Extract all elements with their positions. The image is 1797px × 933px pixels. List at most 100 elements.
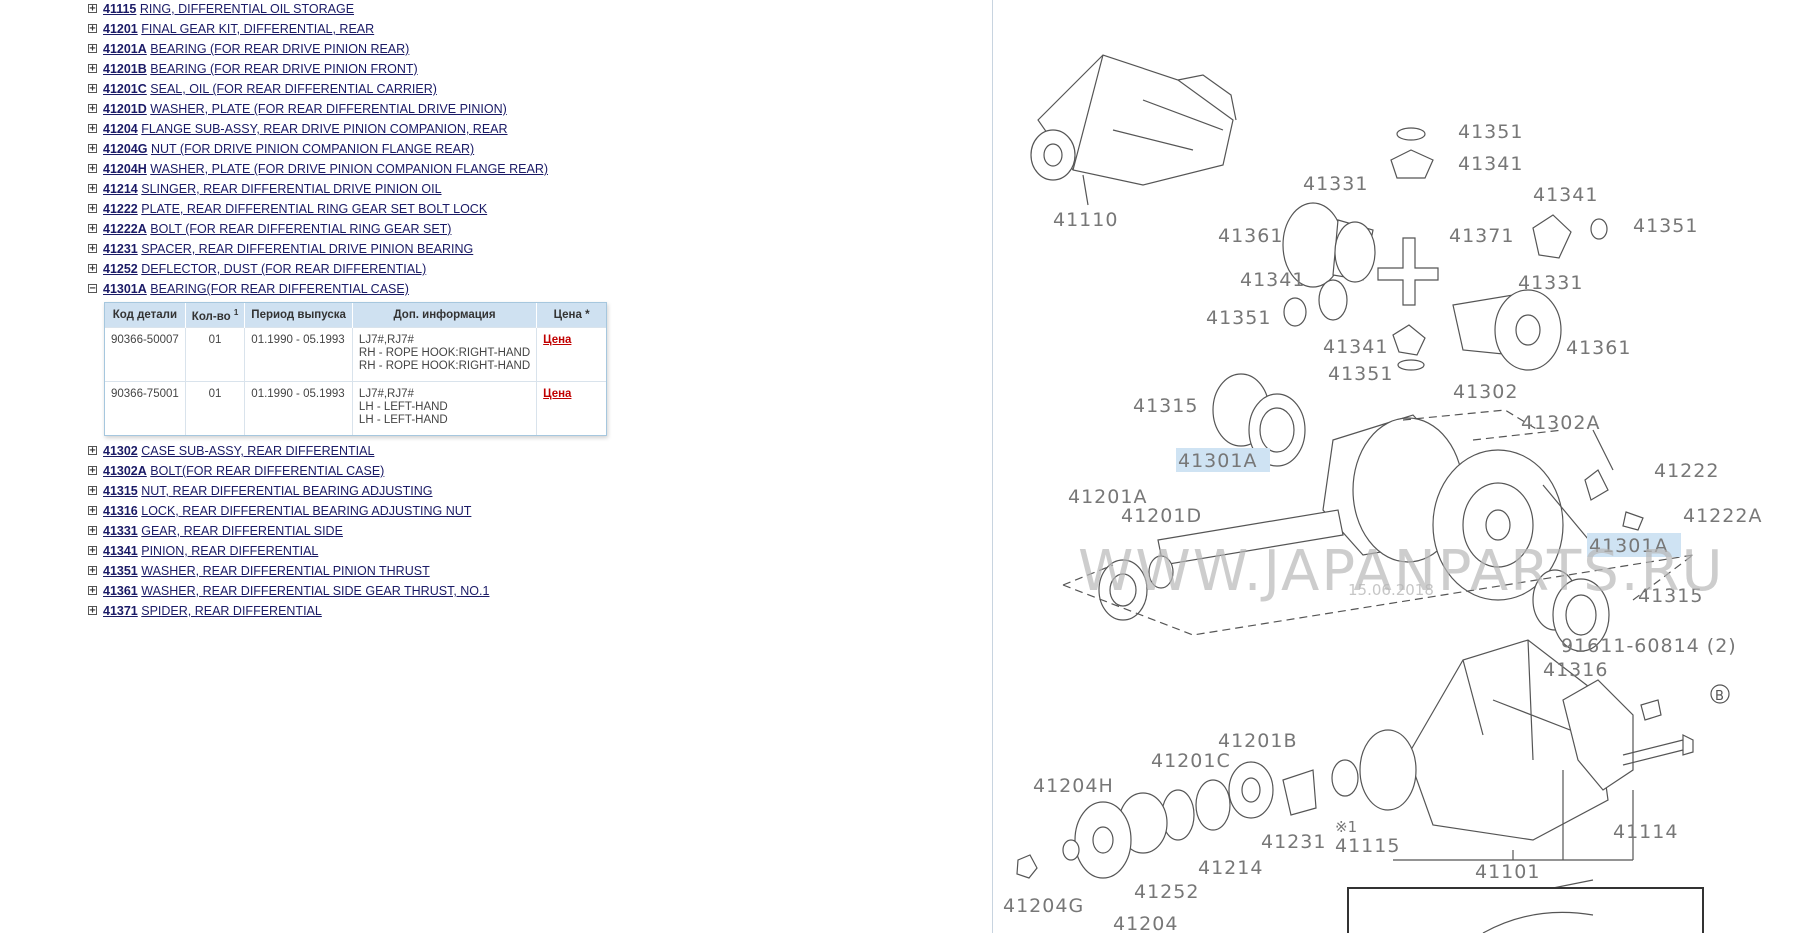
price-link[interactable]: Цена [543, 388, 572, 400]
expand-icon[interactable]: + [88, 83, 97, 95]
part-code-link[interactable]: 41204H [103, 162, 147, 176]
label-41315[interactable]: 41315 [1638, 585, 1703, 607]
expand-icon[interactable]: + [88, 123, 97, 135]
part-name-link[interactable]: SPIDER, REAR DIFFERENTIAL [141, 604, 322, 618]
part-name-link[interactable]: SPACER, REAR DIFFERENTIAL DRIVE PINION B… [141, 242, 474, 256]
part-name-link[interactable]: RING, DIFFERENTIAL OIL STORAGE [139, 2, 355, 16]
part-name-link[interactable]: BEARING (FOR REAR DRIVE PINION REAR) [150, 42, 410, 56]
tree-item[interactable]: +41201A BEARING (FOR REAR DRIVE PINION R… [88, 40, 607, 60]
part-name-link[interactable]: WASHER, PLATE (FOR REAR DIFFERENTIAL DRI… [150, 102, 507, 116]
part-code-link[interactable]: 41201 [103, 22, 138, 36]
part-name-link[interactable]: PINION, REAR DIFFERENTIAL [141, 544, 319, 558]
expand-icon[interactable]: + [88, 585, 97, 597]
tree-item[interactable]: +41252 DEFLECTOR, DUST (FOR REAR DIFFERE… [88, 260, 607, 280]
label-41341[interactable]: 41341 [1533, 184, 1598, 206]
part-code-link[interactable]: 41222 [103, 202, 138, 216]
label-41331[interactable]: 41331 [1518, 272, 1583, 294]
part-code-link[interactable]: 41316 [103, 504, 138, 518]
part-code-link[interactable]: 41315 [103, 484, 138, 498]
part-name-link[interactable]: FINAL GEAR KIT, DIFFERENTIAL, REAR [141, 22, 375, 36]
label-41316[interactable]: 41316 [1543, 659, 1608, 681]
part-name-link[interactable]: WASHER, PLATE (FOR DRIVE PINION COMPANIO… [150, 162, 549, 176]
part-code-link[interactable]: 41115 [103, 2, 137, 16]
label-41114[interactable]: 41114 [1613, 821, 1678, 843]
part-name-link[interactable]: WASHER, REAR DIFFERENTIAL SIDE GEAR THRU… [141, 584, 490, 598]
tree-item[interactable]: +41204H WASHER, PLATE (FOR DRIVE PINION … [88, 160, 607, 180]
label-41222a[interactable]: 41222A [1683, 505, 1762, 527]
tree-item[interactable]: +41351 WASHER, REAR DIFFERENTIAL PINION … [88, 562, 607, 582]
tree-item[interactable]: +41204G NUT (FOR DRIVE PINION COMPANION … [88, 140, 607, 160]
expand-icon[interactable]: + [88, 263, 97, 275]
label-41361[interactable]: 41361 [1218, 225, 1283, 247]
part-name-link[interactable]: NUT, REAR DIFFERENTIAL BEARING ADJUSTING [141, 484, 433, 498]
label-41301a[interactable]: 41301A [1178, 450, 1257, 472]
label-41201c[interactable]: 41201C [1151, 750, 1231, 772]
label-41214[interactable]: 41214 [1198, 857, 1263, 879]
tree-item[interactable]: +41115 RING, DIFFERENTIAL OIL STORAGE [88, 0, 607, 20]
tree-item[interactable]: +41331 GEAR, REAR DIFFERENTIAL SIDE [88, 522, 607, 542]
part-code-link[interactable]: 41302 [103, 444, 138, 458]
collapse-icon[interactable]: − [88, 283, 97, 295]
part-name-link[interactable]: BEARING (FOR REAR DRIVE PINION FRONT) [150, 62, 418, 76]
expand-icon[interactable]: + [88, 545, 97, 557]
part-name-link[interactable]: DEFLECTOR, DUST (FOR REAR DIFFERENTIAL) [141, 262, 427, 276]
expand-icon[interactable]: + [88, 605, 97, 617]
part-code-link[interactable]: 41361 [103, 584, 138, 598]
expand-icon[interactable]: + [88, 43, 97, 55]
part-name-link[interactable]: NUT (FOR DRIVE PINION COMPANION FLANGE R… [150, 142, 475, 156]
tree-item[interactable]: +41222 PLATE, REAR DIFFERENTIAL RING GEA… [88, 200, 607, 220]
label-41351[interactable]: 41351 [1458, 121, 1523, 143]
tree-item[interactable]: +41231 SPACER, REAR DIFFERENTIAL DRIVE P… [88, 240, 607, 260]
part-code-link[interactable]: 41204 [103, 122, 138, 136]
label-41252[interactable]: 41252 [1134, 881, 1199, 903]
label-41331[interactable]: 41331 [1303, 173, 1368, 195]
label-41351[interactable]: 41351 [1328, 363, 1393, 385]
label-b[interactable]: B [1715, 689, 1724, 704]
label-41204[interactable]: 41204 [1113, 913, 1178, 933]
expand-icon[interactable]: + [88, 565, 97, 577]
part-name-link[interactable]: FLANGE SUB-ASSY, REAR DRIVE PINION COMPA… [141, 122, 508, 136]
tree-item[interactable]: +41341 PINION, REAR DIFFERENTIAL [88, 542, 607, 562]
part-code-link[interactable]: 41302A [103, 464, 147, 478]
part-name-link[interactable]: LOCK, REAR DIFFERENTIAL BEARING ADJUSTIN… [141, 504, 472, 518]
part-name-link[interactable]: SLINGER, REAR DIFFERENTIAL DRIVE PINION … [141, 182, 442, 196]
expand-icon[interactable]: + [88, 485, 97, 497]
label-41302[interactable]: 41302 [1453, 381, 1518, 403]
label-41222[interactable]: 41222 [1654, 460, 1719, 482]
label-41371[interactable]: 41371 [1449, 225, 1514, 247]
part-code-link[interactable]: 41301A [103, 282, 147, 296]
expand-icon[interactable]: + [88, 143, 97, 155]
tree-item[interactable]: +41222A BOLT (FOR REAR DIFFERENTIAL RING… [88, 220, 607, 240]
expand-icon[interactable]: + [88, 445, 97, 457]
part-name-link[interactable]: BOLT(FOR REAR DIFFERENTIAL CASE) [150, 464, 385, 478]
label-41351[interactable]: 41351 [1206, 307, 1271, 329]
tree-item[interactable]: +41204 FLANGE SUB-ASSY, REAR DRIVE PINIO… [88, 120, 607, 140]
tree-item[interactable]: +41214 SLINGER, REAR DIFFERENTIAL DRIVE … [88, 180, 607, 200]
expand-icon[interactable]: + [88, 203, 97, 215]
tree-item[interactable]: +41201D WASHER, PLATE (FOR REAR DIFFEREN… [88, 100, 607, 120]
expand-icon[interactable]: + [88, 103, 97, 115]
label-41231[interactable]: 41231 [1261, 831, 1326, 853]
expand-icon[interactable]: + [88, 525, 97, 537]
part-code-link[interactable]: 41371 [103, 604, 138, 618]
part-code-link[interactable]: 41341 [103, 544, 138, 558]
tree-item[interactable]: +41316 LOCK, REAR DIFFERENTIAL BEARING A… [88, 502, 607, 522]
expand-icon[interactable]: + [88, 163, 97, 175]
expand-icon[interactable]: + [88, 223, 97, 235]
label-41361[interactable]: 41361 [1566, 337, 1631, 359]
label-41301a[interactable]: 41301A [1589, 535, 1668, 557]
housing-41110[interactable] [1030, 54, 1237, 186]
label-41201a[interactable]: 41201A [1068, 486, 1147, 508]
tree-item[interactable]: −41301A BEARING(FOR REAR DIFFERENTIAL CA… [88, 280, 607, 300]
price-link[interactable]: Цена [543, 334, 572, 346]
label-91611-60814[interactable]: 91611-60814 (2) [1561, 635, 1737, 657]
label-41341[interactable]: 41341 [1240, 269, 1305, 291]
label-41341[interactable]: 41341 [1323, 336, 1388, 358]
label-41201b[interactable]: 41201B [1218, 730, 1297, 752]
tree-item[interactable]: +41201 FINAL GEAR KIT, DIFFERENTIAL, REA… [88, 20, 607, 40]
part-name-link[interactable]: PLATE, REAR DIFFERENTIAL RING GEAR SET B… [141, 202, 488, 216]
label-41351[interactable]: 41351 [1633, 215, 1698, 237]
expand-icon[interactable]: + [88, 3, 97, 15]
label-41341[interactable]: 41341 [1458, 153, 1523, 175]
tree-item[interactable]: +41302A BOLT(FOR REAR DIFFERENTIAL CASE) [88, 462, 607, 482]
